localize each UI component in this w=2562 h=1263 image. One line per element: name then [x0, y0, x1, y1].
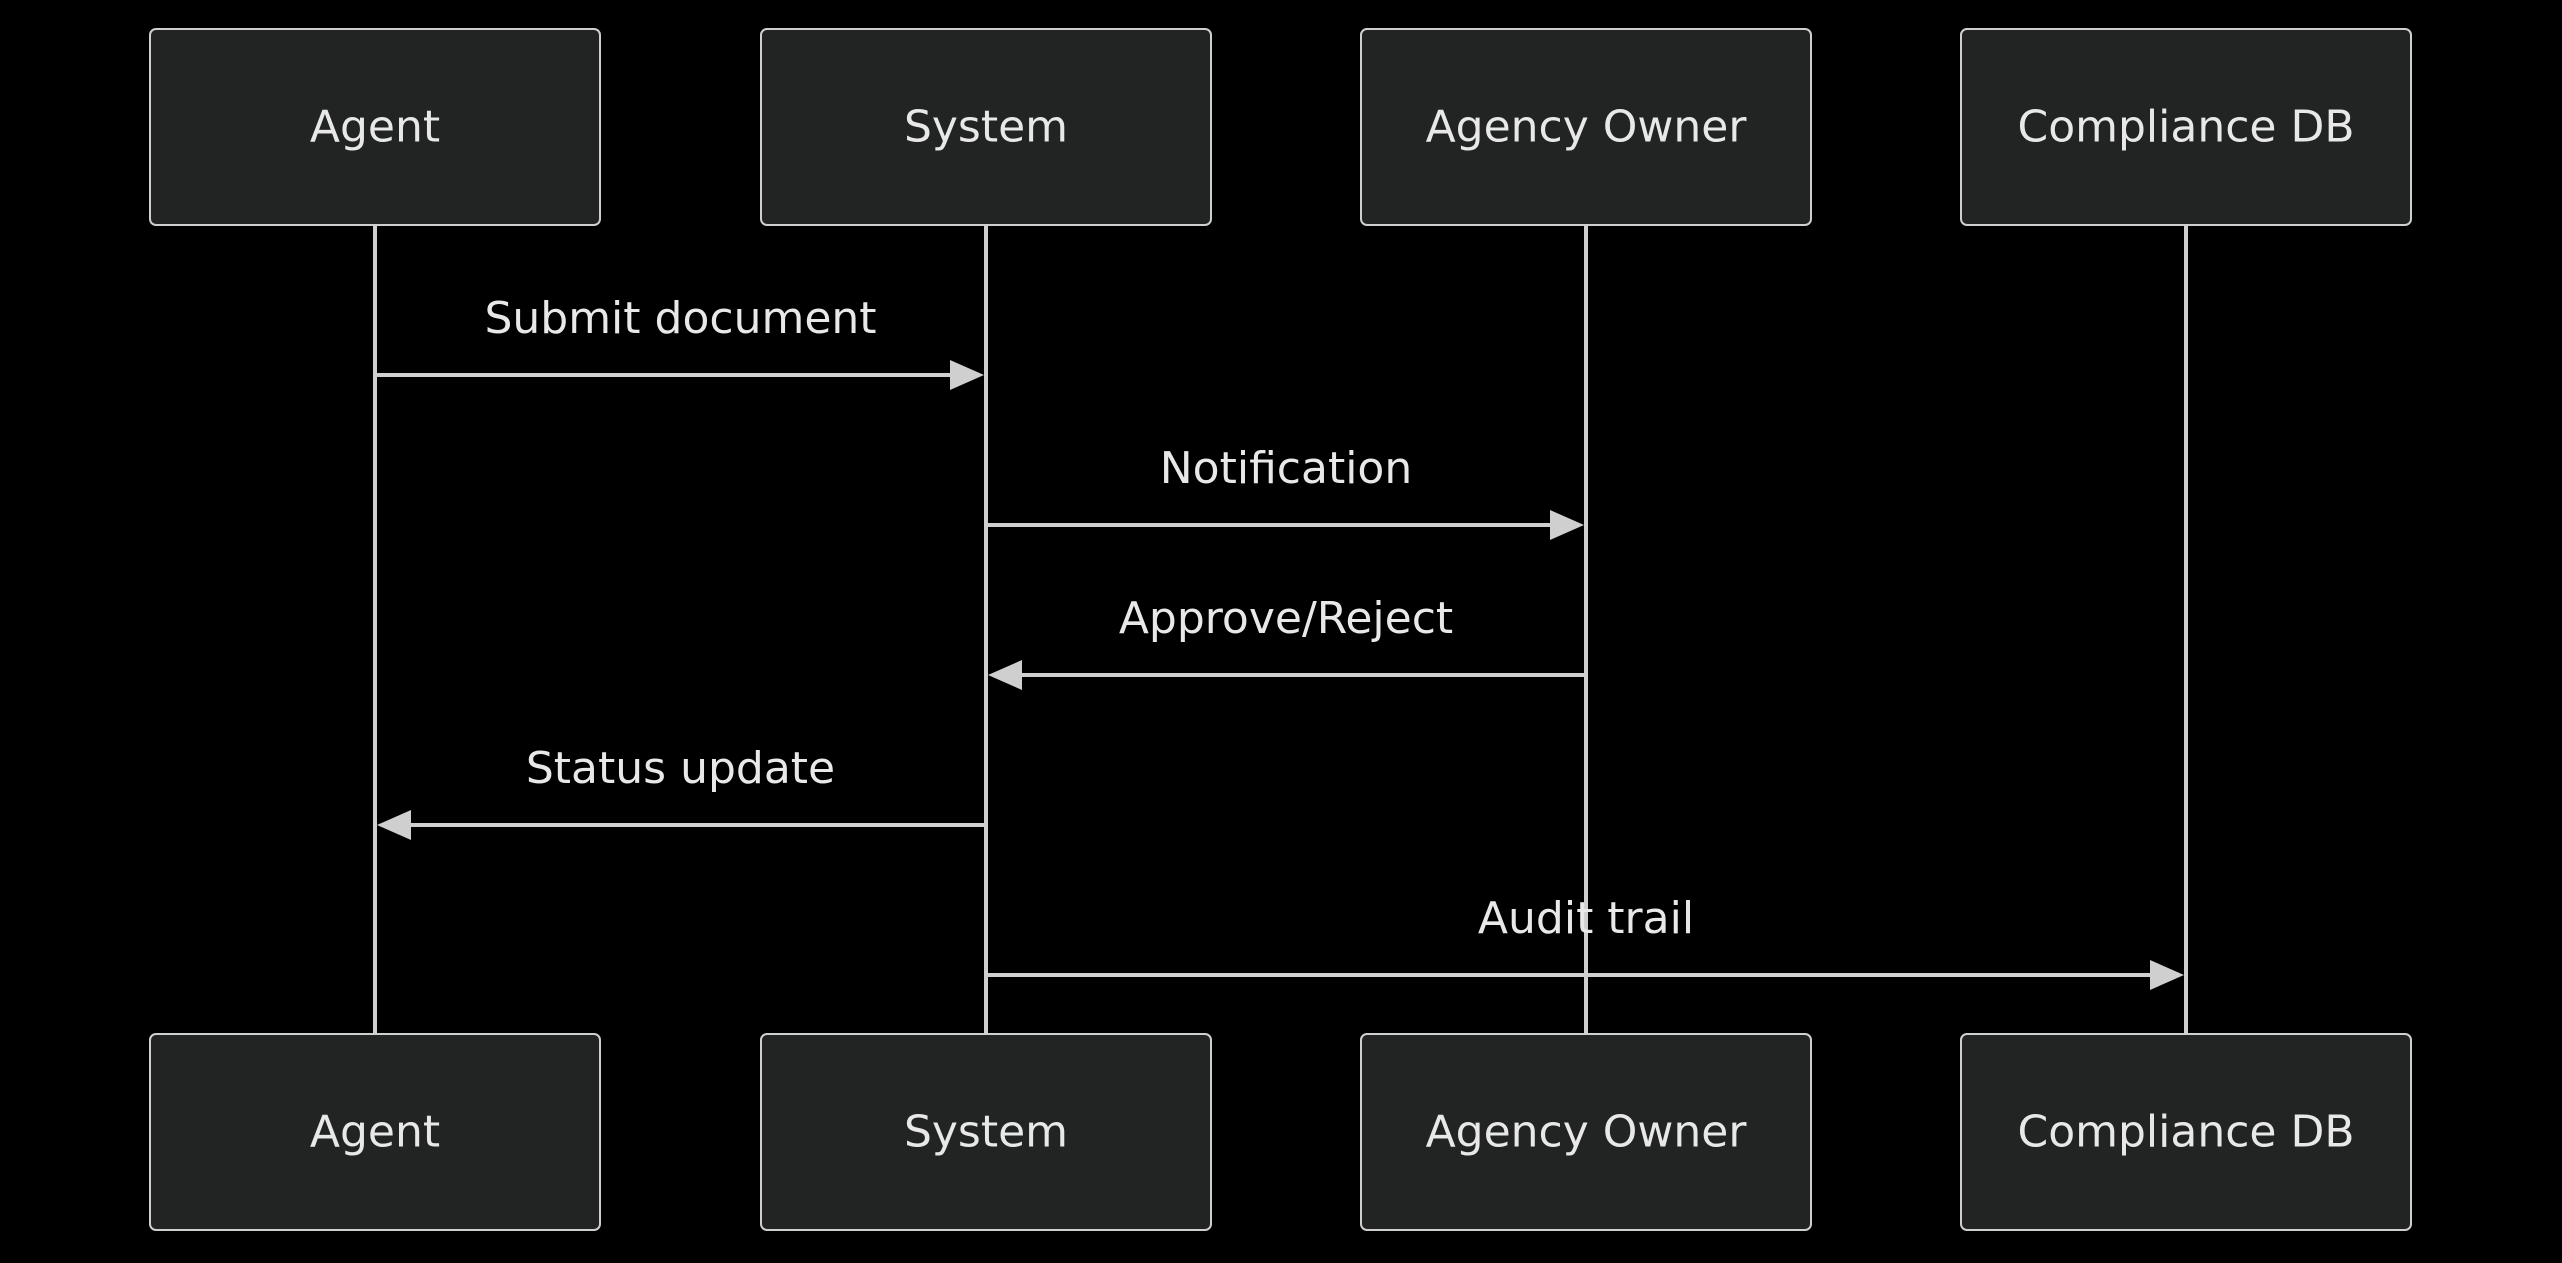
actor-label: Agent: [310, 102, 440, 153]
message-label: Notification: [1160, 443, 1412, 494]
arrowhead-icon: [950, 360, 984, 390]
actor-box: [149, 28, 601, 226]
message-label: Audit trail: [1478, 893, 1694, 944]
actor-box: [1960, 28, 2412, 226]
arrowhead-icon: [377, 810, 411, 840]
actor-top-compliance: Compliance DB: [1960, 28, 2412, 226]
actors-top: Agent System Agency Owner Compliance DB: [149, 28, 2412, 226]
message-label: Status update: [526, 743, 835, 794]
actor-top-owner: Agency Owner: [1360, 28, 1812, 226]
actor-label: System: [904, 1107, 1068, 1158]
actor-label: Agent: [310, 1107, 440, 1158]
message-2: Notification: [986, 443, 1584, 540]
actor-bottom-owner: Agency Owner: [1360, 1033, 1812, 1231]
actor-label: Agency Owner: [1426, 102, 1748, 153]
actor-box: [760, 1033, 1212, 1231]
message-5: Audit trail: [986, 893, 2184, 990]
message-4: Status update: [377, 743, 986, 840]
actor-box: [149, 1033, 601, 1231]
actor-top-system: System: [760, 28, 1212, 226]
actor-label: Compliance DB: [2017, 1107, 2354, 1158]
messages: Submit documentNotificationApprove/Rejec…: [375, 293, 2184, 990]
message-3: Approve/Reject: [988, 593, 1586, 690]
message-label: Submit document: [484, 293, 876, 344]
arrowhead-icon: [1550, 510, 1584, 540]
arrowhead-icon: [2150, 960, 2184, 990]
actor-bottom-agent: Agent: [149, 1033, 601, 1231]
actor-top-agent: Agent: [149, 28, 601, 226]
actor-box: [1360, 28, 1812, 226]
arrowhead-icon: [988, 660, 1022, 690]
lifelines: [373, 225, 2188, 1034]
actor-box: [760, 28, 1212, 226]
actors-bottom: Agent System Agency Owner Compliance DB: [149, 1033, 2412, 1231]
actor-bottom-system: System: [760, 1033, 1212, 1231]
actor-box: [1960, 1033, 2412, 1231]
message-1: Submit document: [375, 293, 984, 390]
actor-label: System: [904, 102, 1068, 153]
actor-label: Compliance DB: [2017, 102, 2354, 153]
actor-box: [1360, 1033, 1812, 1231]
message-label: Approve/Reject: [1119, 593, 1453, 644]
actor-bottom-compliance: Compliance DB: [1960, 1033, 2412, 1231]
actor-label: Agency Owner: [1426, 1107, 1748, 1158]
